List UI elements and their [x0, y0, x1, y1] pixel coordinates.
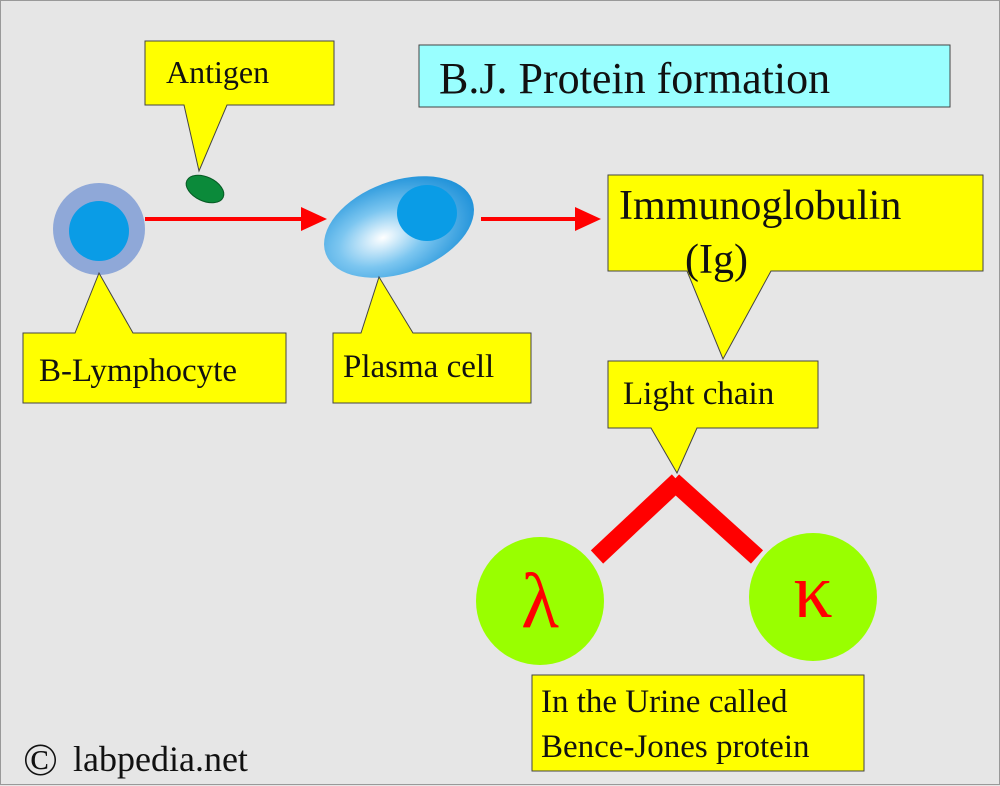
diagram-title: B.J. Protein formation: [439, 54, 830, 103]
plasma-cell-nucleus: [397, 185, 457, 241]
copyright-symbol: ©: [23, 734, 58, 785]
lambda-chain: λ: [476, 537, 604, 665]
lambda-branch: [590, 474, 685, 564]
title-box: B.J. Protein formation: [418, 44, 951, 108]
antigen-callout: Antigen: [144, 40, 335, 173]
light-chain-callout: Light chain: [607, 360, 819, 475]
kappa-chain: κ: [749, 533, 877, 661]
plasma-cell: [324, 176, 474, 278]
antigen-particle: [185, 174, 225, 204]
b-lymphocyte-callout: B-Lymphocyte: [22, 271, 287, 404]
arrow-head-2: [575, 207, 601, 231]
light-chain-branches: [590, 474, 764, 564]
immunoglobulin-callout: Immunoglobulin (Ig): [607, 174, 984, 361]
urine-note-box: In the Urine called Bence-Jones protein: [531, 674, 865, 772]
urine-note-line1: In the Urine called: [541, 684, 788, 720]
b-lymphocyte-cell: [53, 183, 145, 275]
plasma-cell-callout: Plasma cell: [332, 275, 532, 404]
urine-note-line2: Bence-Jones protein: [541, 729, 810, 765]
b-lymphocyte-nucleus: [69, 201, 129, 261]
copyright-watermark: © labpedia.net: [23, 734, 248, 785]
b-lymphocyte-label: B-Lymphocyte: [39, 353, 237, 389]
light-chain-label: Light chain: [623, 376, 774, 412]
lambda-symbol: λ: [521, 557, 559, 644]
arrow-head-1: [301, 207, 327, 231]
kappa-symbol: κ: [793, 547, 832, 634]
copyright-site: labpedia.net: [73, 739, 248, 779]
antigen-label: Antigen: [166, 54, 269, 90]
immunoglobulin-label: Immunoglobulin: [619, 183, 901, 229]
kappa-branch: [666, 474, 764, 564]
immunoglobulin-abbrev-label: (Ig): [685, 237, 748, 283]
plasma-cell-label: Plasma cell: [343, 349, 494, 385]
